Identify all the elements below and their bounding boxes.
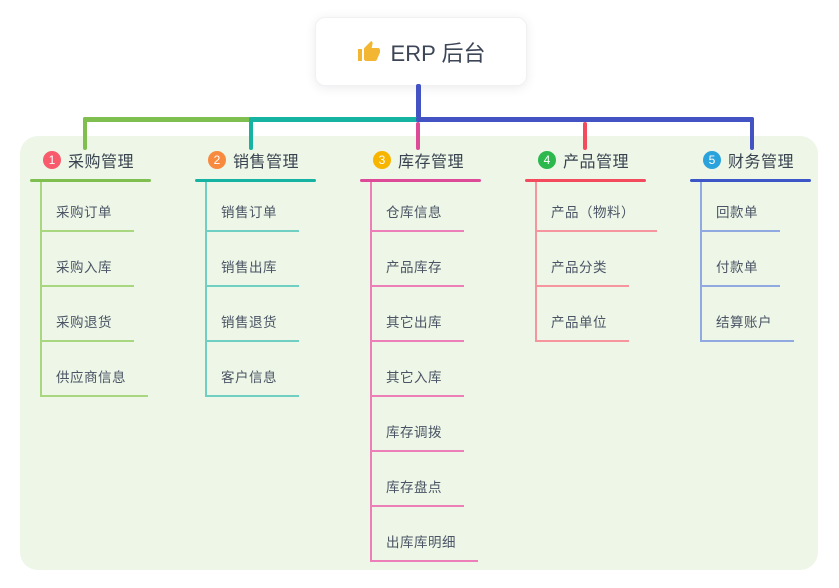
child-node-采购入库[interactable]: 采购入库 [42,232,134,287]
child-node-出库库明细[interactable]: 出库库明细 [372,507,478,562]
child-node-库存调拨[interactable]: 库存调拨 [372,397,464,452]
branch-header-销售管理[interactable]: 2 销售管理 [195,148,316,179]
child-node-供应商信息[interactable]: 供应商信息 [42,342,148,397]
connector-drop-branch-4 [583,122,587,150]
child-node-其它出库[interactable]: 其它出库 [372,287,464,342]
branch-label: 库存管理 [398,154,465,171]
branch-header-库存管理[interactable]: 3 库存管理 [360,148,481,179]
connector-drop-branch-5 [750,117,754,150]
branches-background-panel [20,136,818,570]
branch-产品管理: 4 产品管理产品（物料）产品分类产品单位 [525,148,657,342]
child-node-采购订单[interactable]: 采购订单 [42,182,134,232]
thumbs-up-icon [357,40,381,64]
branch-children: 产品（物料）产品分类产品单位 [535,182,657,342]
child-node-销售订单[interactable]: 销售订单 [207,182,299,232]
child-node-产品分类[interactable]: 产品分类 [537,232,629,287]
branch-underline [195,179,316,182]
child-node-采购退货[interactable]: 采购退货 [42,287,134,342]
branch-number-badge: 2 [208,151,226,169]
branch-label: 产品管理 [563,154,630,171]
branch-number-badge: 5 [703,151,721,169]
branch-children: 采购订单采购入库采购退货供应商信息 [40,182,148,397]
root-node-erp[interactable]: ERP 后台 [315,17,527,86]
branch-number-badge: 3 [373,151,391,169]
branch-label: 销售管理 [233,154,300,171]
root-node-label: ERP 后台 [390,40,486,66]
child-node-付款单[interactable]: 付款单 [702,232,780,287]
branch-underline [525,179,646,182]
child-node-回款单[interactable]: 回款单 [702,182,780,232]
child-node-产品单位[interactable]: 产品单位 [537,287,629,342]
branch-underline [30,179,151,182]
branch-label: 财务管理 [728,154,795,171]
connector-root-stem [416,84,421,120]
branch-采购管理: 1 采购管理采购订单采购入库采购退货供应商信息 [30,148,151,397]
branch-销售管理: 2 销售管理销售订单销售出库销售退货客户信息 [195,148,316,397]
connector-drop-branch-1 [83,117,87,150]
child-node-销售退货[interactable]: 销售退货 [207,287,299,342]
child-node-销售出库[interactable]: 销售出库 [207,232,299,287]
branch-财务管理: 5 财务管理回款单付款单结算账户 [690,148,811,342]
branch-number-badge: 1 [43,151,61,169]
branch-label: 采购管理 [68,154,135,171]
branch-children: 销售订单销售出库销售退货客户信息 [205,182,299,397]
child-node-客户信息[interactable]: 客户信息 [207,342,299,397]
branch-库存管理: 3 库存管理仓库信息产品库存其它出库其它入库库存调拨库存盘点出库库明细 [360,148,481,562]
child-node-结算账户[interactable]: 结算账户 [702,287,794,342]
connector-hseg-branch-1 [83,117,251,122]
branch-children: 回款单付款单结算账户 [700,182,794,342]
branch-number-badge: 4 [538,151,556,169]
connector-hseg-branch-2 [249,117,418,122]
branch-children: 仓库信息产品库存其它出库其它入库库存调拨库存盘点出库库明细 [370,182,478,562]
connector-drop-branch-2 [249,117,253,150]
branch-underline [690,179,811,182]
branch-header-产品管理[interactable]: 4 产品管理 [525,148,646,179]
child-node-库存盘点[interactable]: 库存盘点 [372,452,464,507]
child-node-产品（物料）[interactable]: 产品（物料） [537,182,657,232]
branch-underline [360,179,481,182]
child-node-仓库信息[interactable]: 仓库信息 [372,182,464,232]
branch-header-采购管理[interactable]: 1 采购管理 [30,148,151,179]
child-node-其它入库[interactable]: 其它入库 [372,342,464,397]
connector-drop-branch-3 [416,122,420,150]
child-node-产品库存[interactable]: 产品库存 [372,232,464,287]
branch-header-财务管理[interactable]: 5 财务管理 [690,148,811,179]
connector-hseg-right [416,117,754,122]
